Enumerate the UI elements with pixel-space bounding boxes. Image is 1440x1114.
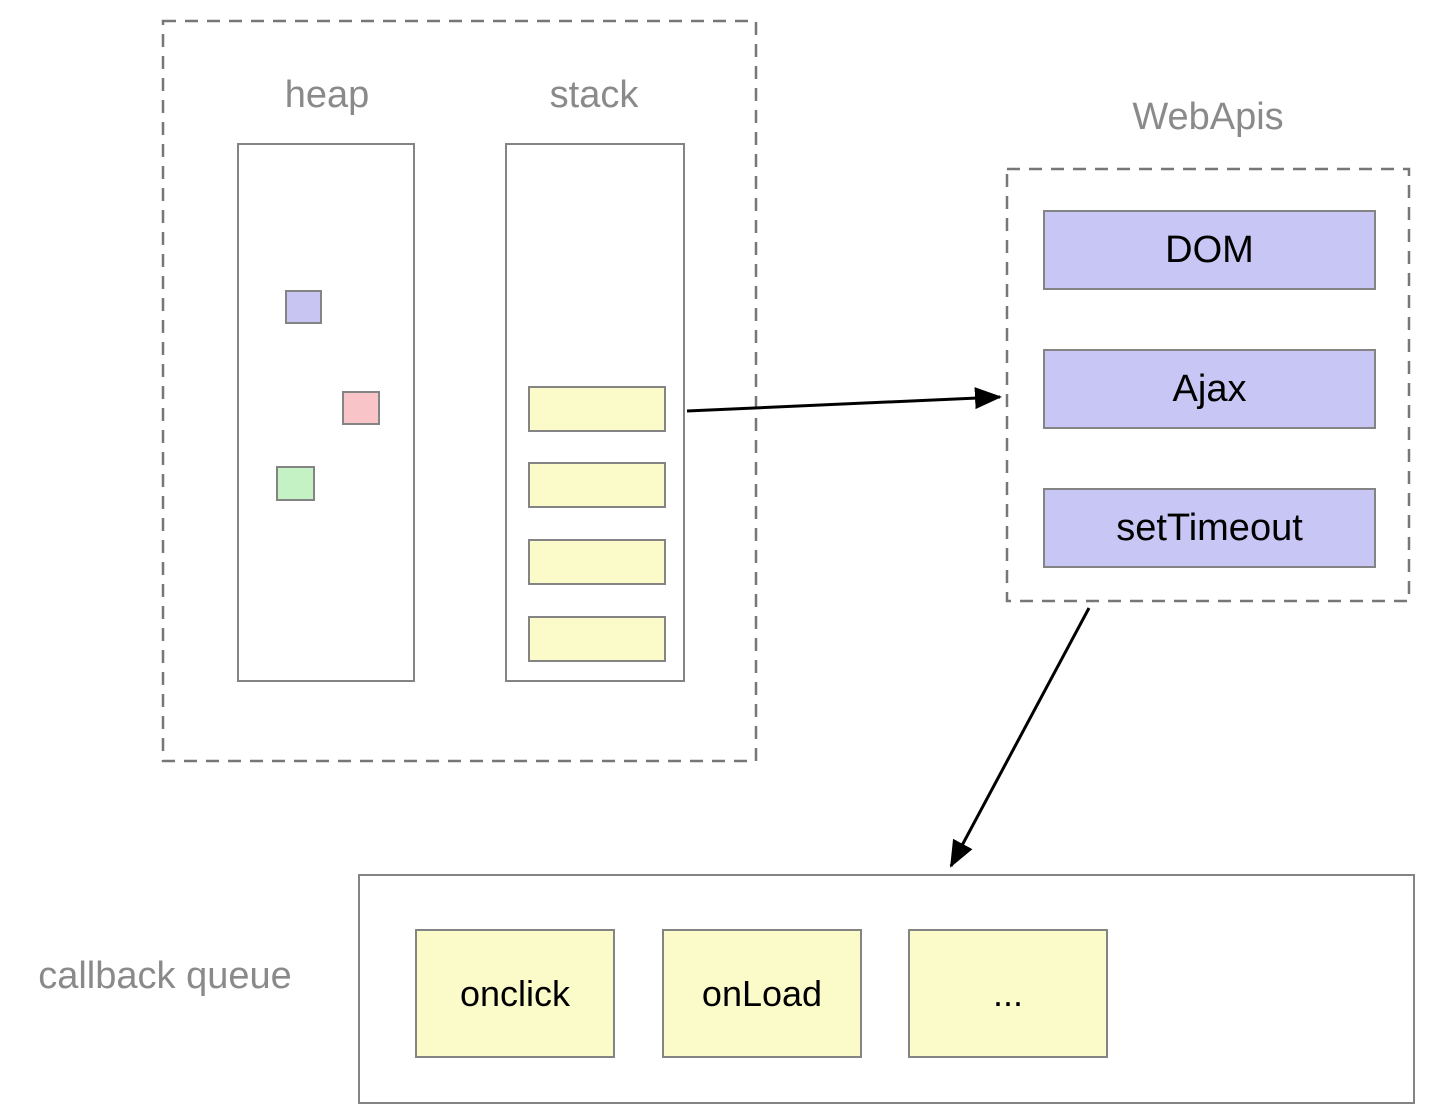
queue-item-onload: onLoad <box>662 929 862 1058</box>
stack-frame <box>528 539 666 585</box>
heap-object-pink <box>342 391 380 425</box>
stack-frame <box>528 462 666 508</box>
stack-frame <box>528 386 666 432</box>
stack-to-webapis-arrow <box>686 387 1002 413</box>
webapi-item-settimeout: setTimeout <box>1043 488 1376 568</box>
callback-queue-label: callback queue <box>38 955 292 997</box>
heap-label: heap <box>284 74 370 116</box>
webapis-label: WebApis <box>1132 96 1284 138</box>
queue-item-onclick: onclick <box>415 929 615 1058</box>
stack-box <box>505 143 685 682</box>
webapi-item-ajax: Ajax <box>1043 349 1376 429</box>
webapi-item-dom: DOM <box>1043 210 1376 290</box>
callback-queue-box: onclick onLoad ... <box>358 874 1415 1104</box>
stack-frame <box>528 616 666 662</box>
heap-box <box>237 143 415 682</box>
queue-item-more: ... <box>908 929 1108 1058</box>
stack-label: stack <box>549 74 639 116</box>
webapis-to-queue-arrow <box>949 607 1091 868</box>
heap-object-purple <box>285 290 322 324</box>
heap-object-green <box>276 466 315 501</box>
webapis-panel: DOM Ajax setTimeout <box>1006 168 1410 602</box>
